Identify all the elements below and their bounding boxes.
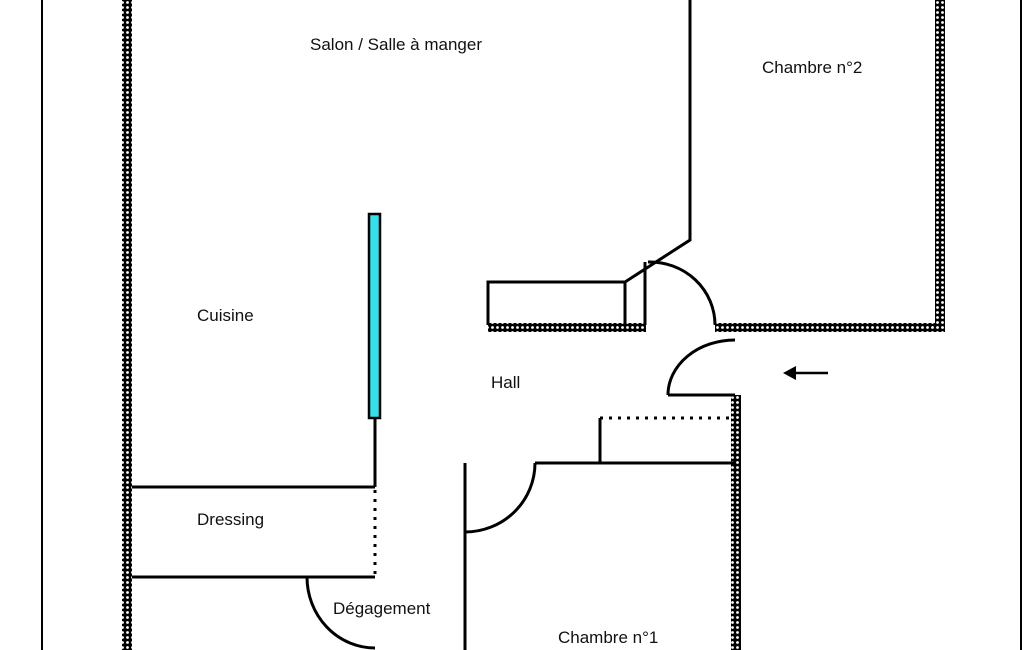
wall-chambre2-bottom [715,323,945,332]
room-label-dressing: Dressing [197,510,264,529]
arrow-left-icon [783,366,828,380]
exterior-wall-chambre1 [731,395,741,650]
room-label-chambre1: Chambre n°1 [558,628,658,647]
interior-walls [132,0,735,650]
door-chambre2 [647,260,717,326]
wall-hall-top [488,323,646,332]
room-label-degagement: Dégagement [333,599,431,618]
room-label-hall: Hall [491,373,520,392]
door-degagement [305,576,376,650]
room-label-cuisine: Cuisine [197,306,254,325]
door-chambre1 [464,462,537,534]
doors [305,260,736,650]
exterior-wall-right [935,0,945,332]
exterior-wall-left [122,0,132,650]
door-entrance [666,338,736,396]
kitchen-window [367,212,382,420]
room-label-salon: Salon / Salle à manger [310,35,482,54]
room-label-chambre2: Chambre n°2 [762,58,862,77]
